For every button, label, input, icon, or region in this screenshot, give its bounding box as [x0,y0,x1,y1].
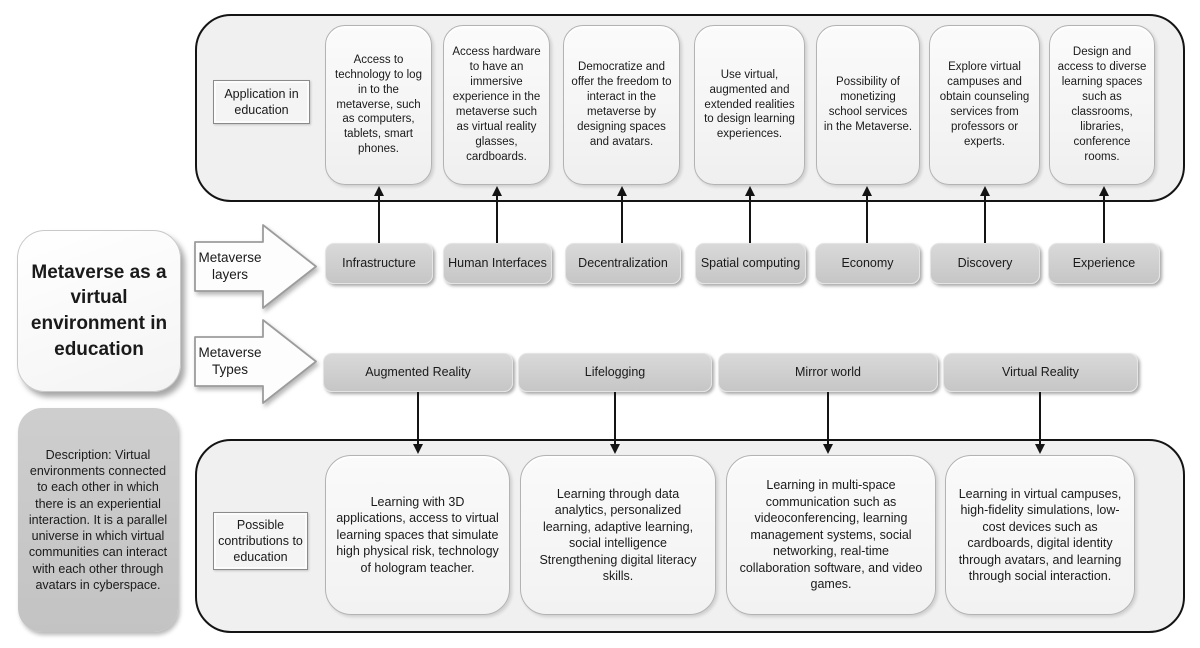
diagram-title: Metaverse as a virtual environment in ed… [17,230,181,392]
connector-arrow-up-icon [862,186,872,196]
connector-arrow-down-icon [610,444,620,454]
connector-arrow-up-icon [617,186,627,196]
layer-box-discovery: Discovery [930,243,1040,284]
connector-arrow-down-icon [1035,444,1045,454]
connector-line [866,194,868,244]
connector-arrow-up-icon [1099,186,1109,196]
metaverse-layers-arrow: Metaverse layers [193,223,318,310]
connector-arrow-up-icon [745,186,755,196]
connector-line [378,194,380,244]
connector-line [621,194,623,244]
metaverse-types-arrow-label: Metaverse Types [198,344,262,377]
connector-line [984,194,986,244]
type-box-virtual-reality: Virtual Reality [943,353,1138,392]
connector-arrow-down-icon [413,444,423,454]
type-box-lifelogging: Lifelogging [518,353,712,392]
description-box: Description: Virtual environments connec… [18,408,178,632]
type-box-mirror-world: Mirror world [718,353,938,392]
connector-arrow-up-icon [374,186,384,196]
application-box: Access hardware to have an immersive exp… [443,25,550,185]
application-box: Democratize and offer the freedom to int… [563,25,680,185]
contribution-box: Learning in virtual campuses, high-fidel… [945,455,1135,615]
metaverse-layers-arrow-label: Metaverse layers [198,249,262,282]
connector-line [749,194,751,244]
layer-box-experience: Experience [1048,243,1160,284]
layer-box-spatial-computing: Spatial computing [695,243,806,284]
connector-arrow-up-icon [980,186,990,196]
application-box: Use virtual, augmented and extended real… [694,25,805,185]
connector-line [417,392,419,445]
layer-box-human-interfaces: Human Interfaces [443,243,552,284]
layer-box-economy: Economy [815,243,920,284]
application-box: Explore virtual campuses and obtain coun… [929,25,1040,185]
type-box-augmented-reality: Augmented Reality [323,353,513,392]
application-section-label: Application in education [213,80,310,124]
application-box: Design and access to diverse learning sp… [1049,25,1155,185]
metaverse-types-arrow: Metaverse Types [193,318,318,405]
layer-box-infrastructure: Infrastructure [325,243,433,284]
connector-arrow-up-icon [492,186,502,196]
connector-arrow-down-icon [823,444,833,454]
contributions-section-label: Possible contributions to education [213,512,308,570]
contribution-box: Learning in multi-space communication su… [726,455,936,615]
connector-line [614,392,616,445]
application-box: Possibility of monetizing school service… [816,25,920,185]
right-block-arrow-icon [194,224,317,309]
connector-line [496,194,498,244]
right-block-arrow-icon [194,319,317,404]
connector-line [1103,194,1105,244]
contribution-box: Learning through data analytics, persona… [520,455,716,615]
application-box: Access to technology to log in to the me… [325,25,432,185]
connector-line [1039,392,1041,445]
layer-box-decentralization: Decentralization [565,243,681,284]
contribution-box: Learning with 3D applications, access to… [325,455,510,615]
connector-line [827,392,829,445]
